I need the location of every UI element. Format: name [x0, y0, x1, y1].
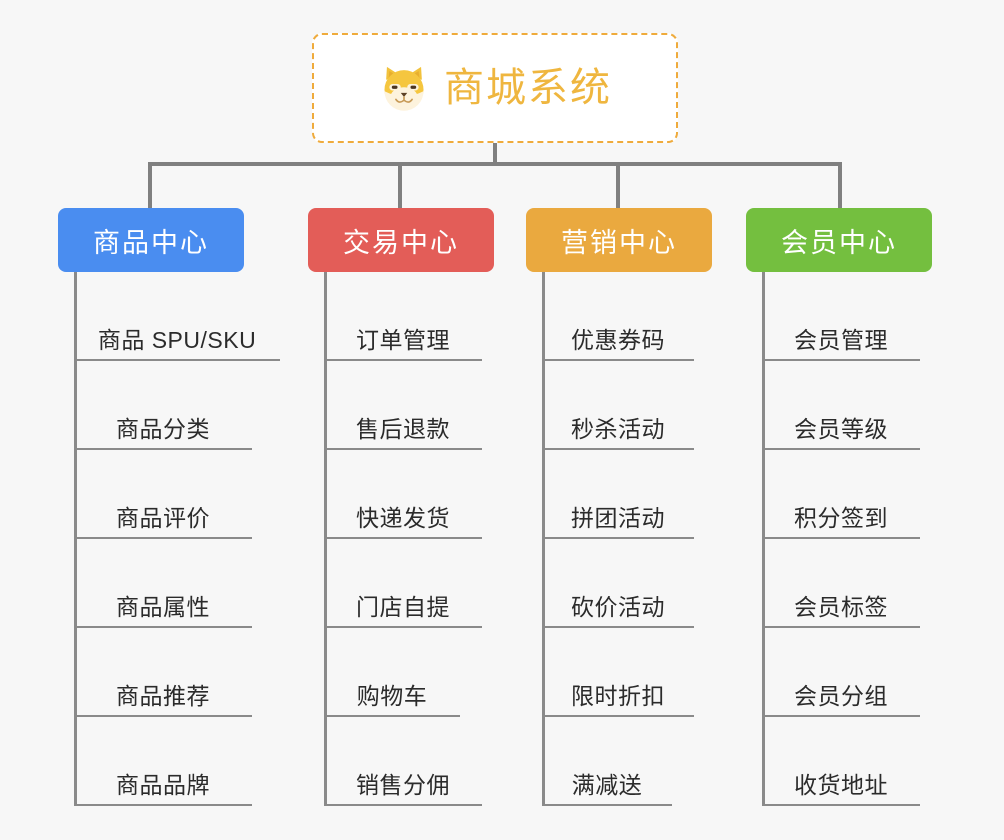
connector-root-stem — [493, 143, 497, 164]
leaf-item[interactable]: 限时折扣 — [542, 628, 694, 717]
leaf-item[interactable]: 订单管理 — [324, 272, 482, 361]
leaf-item[interactable]: 收货地址 — [762, 717, 920, 806]
leaf-label: 会员管理 — [794, 326, 888, 353]
leaf-trunk-3 — [762, 272, 765, 806]
leaf-label: 会员等级 — [794, 415, 888, 442]
leaf-item[interactable]: 会员标签 — [762, 539, 920, 628]
branch-header-3[interactable]: 会员中心 — [746, 208, 932, 272]
leaf-label: 商品评价 — [116, 504, 210, 531]
leaf-item[interactable]: 快递发货 — [324, 450, 482, 539]
leaf-item[interactable]: 门店自提 — [324, 539, 482, 628]
leaf-label: 售后退款 — [356, 415, 450, 442]
connector-drop-4 — [838, 162, 842, 210]
leaf-item[interactable]: 商品推荐 — [74, 628, 252, 717]
leaf-label: 拼团活动 — [571, 504, 665, 531]
leaf-item[interactable]: 商品评价 — [74, 450, 252, 539]
leaf-label: 商品分类 — [116, 415, 210, 442]
branch-header-label: 会员中心 — [781, 227, 897, 258]
leaf-label: 积分签到 — [794, 504, 888, 531]
shiba-inu-icon — [384, 66, 424, 111]
branch-header-1[interactable]: 交易中心 — [308, 208, 494, 272]
leaf-label: 商品品牌 — [116, 771, 210, 798]
leaf-label: 会员分组 — [794, 682, 888, 709]
leaf-item[interactable]: 商品分类 — [74, 361, 252, 450]
branch-header-label: 营销中心 — [561, 227, 677, 258]
leaf-trunk-1 — [324, 272, 327, 806]
root-node[interactable]: 商城系统 — [312, 33, 678, 143]
leaf-label: 商品推荐 — [116, 682, 210, 709]
connector-drop-2 — [398, 162, 402, 210]
leaf-label: 会员标签 — [794, 593, 888, 620]
leaf-item[interactable]: 购物车 — [324, 628, 460, 717]
leaf-item[interactable]: 商品属性 — [74, 539, 252, 628]
leaf-label: 门店自提 — [356, 593, 450, 620]
leaf-label: 满减送 — [571, 771, 643, 798]
connector-drop-3 — [616, 162, 620, 210]
leaf-item[interactable]: 积分签到 — [762, 450, 920, 539]
leaf-item[interactable]: 商品品牌 — [74, 717, 252, 806]
connector-drop-1 — [148, 162, 152, 210]
leaf-label: 快递发货 — [356, 504, 450, 531]
leaf-item[interactable]: 售后退款 — [324, 361, 482, 450]
leaf-label: 秒杀活动 — [571, 415, 665, 442]
leaf-item[interactable]: 砍价活动 — [542, 539, 694, 628]
leaf-item[interactable]: 会员等级 — [762, 361, 920, 450]
leaf-label: 购物车 — [356, 682, 428, 709]
leaf-item[interactable]: 会员分组 — [762, 628, 920, 717]
connector-horizontal-bus — [148, 162, 842, 166]
leaf-label: 限时折扣 — [571, 682, 665, 709]
leaf-item[interactable]: 商品 SPU/SKU — [74, 272, 280, 361]
leaf-item[interactable]: 拼团活动 — [542, 450, 694, 539]
branch-header-label: 商品中心 — [93, 227, 209, 258]
branch-header-label: 交易中心 — [343, 227, 459, 258]
leaf-item[interactable]: 满减送 — [542, 717, 672, 806]
leaf-label: 商品属性 — [116, 593, 210, 620]
leaf-label: 订单管理 — [356, 326, 450, 353]
leaf-trunk-0 — [74, 272, 77, 806]
leaf-label: 销售分佣 — [356, 771, 450, 798]
root-title: 商城系统 — [444, 66, 612, 110]
leaf-trunk-2 — [542, 272, 545, 806]
leaf-label: 优惠券码 — [571, 326, 665, 353]
leaf-item[interactable]: 销售分佣 — [324, 717, 482, 806]
leaf-label: 商品 SPU/SKU — [97, 326, 257, 353]
leaf-item[interactable]: 会员管理 — [762, 272, 920, 361]
branch-header-2[interactable]: 营销中心 — [526, 208, 712, 272]
leaf-item[interactable]: 秒杀活动 — [542, 361, 694, 450]
leaf-item[interactable]: 优惠券码 — [542, 272, 694, 361]
leaf-label: 收货地址 — [794, 771, 888, 798]
leaf-label: 砍价活动 — [571, 593, 665, 620]
branch-header-0[interactable]: 商品中心 — [58, 208, 244, 272]
